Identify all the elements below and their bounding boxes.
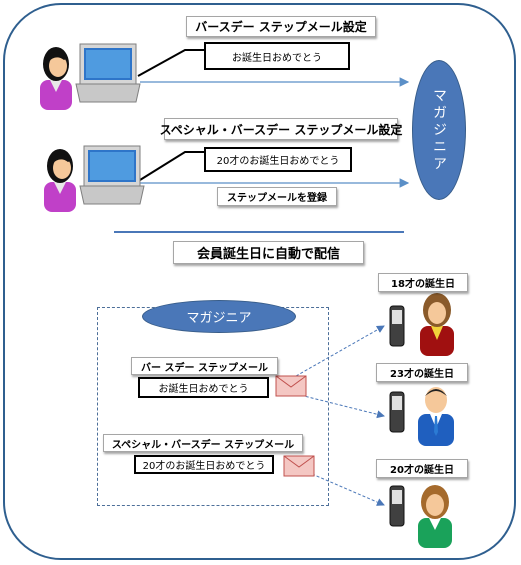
recipient-label-20: 20才の誕生日	[376, 459, 468, 478]
special-birthday-stepmail-label: スペシャル・バースデー ステップメール	[103, 434, 303, 452]
envelope-icon	[275, 375, 307, 397]
register-stepmail-label: ステップメールを登録	[217, 187, 337, 206]
mobile-phone-icon	[389, 391, 405, 433]
female-member-icon	[418, 485, 452, 548]
delivery-system-box	[97, 307, 329, 506]
delivery-arrow-20	[311, 473, 385, 506]
special-birthday-stepmail-setting-title: スペシャル・バースデー ステップメール設定	[160, 118, 402, 140]
female-user-icon	[44, 149, 76, 212]
magazinia-service-oval: マガジニア	[412, 60, 466, 200]
mobile-phone-icon	[389, 485, 405, 527]
special-message-box: 20才のお誕生日おめでとう	[204, 147, 352, 172]
laptop-icon	[75, 43, 141, 103]
section-divider	[114, 231, 404, 233]
birthday-message-box: お誕生日おめでとう	[204, 42, 350, 70]
laptop-icon	[79, 145, 145, 205]
businesswoman-icon	[420, 293, 454, 356]
birthday-stepmail-label: バー スデー ステップメール	[131, 357, 278, 375]
delivery-arrow-18	[295, 325, 385, 377]
female-user-icon	[40, 47, 72, 110]
callout-tail-2	[139, 151, 205, 181]
magazinia-service-oval: マガジニア	[142, 300, 296, 333]
delivery-arrow-23	[295, 393, 385, 419]
recipient-label-18: 18才の誕生日	[378, 273, 468, 292]
recipient-label-23: 23才の誕生日	[376, 363, 468, 382]
auto-delivery-heading: 会員誕生日に自動で配信	[173, 241, 364, 264]
envelope-icon	[283, 455, 315, 477]
callout-tail-1	[137, 49, 205, 77]
businessman-icon	[418, 387, 454, 446]
special-message-box: 20才のお誕生日おめでとう	[134, 455, 274, 474]
mobile-phone-icon	[389, 305, 405, 347]
birthday-stepmail-setting-title: バースデー ステップメール設定	[186, 16, 376, 37]
birthday-message-box: お誕生日おめでとう	[138, 377, 269, 398]
